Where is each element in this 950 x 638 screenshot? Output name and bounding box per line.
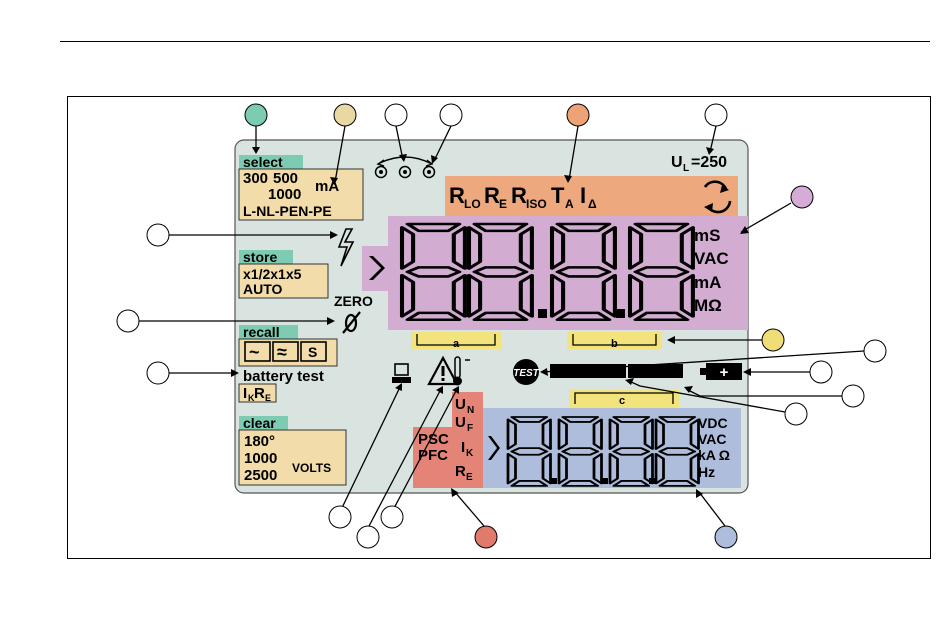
- callout-bargraph-end: [842, 385, 864, 407]
- bracket-b: b: [567, 332, 662, 350]
- unit-ka-ohm: kA Ω: [698, 447, 730, 463]
- callout-primary-units: [791, 186, 813, 208]
- range-500: 500: [273, 170, 298, 187]
- func-ta-main: T: [551, 183, 565, 208]
- unit-ms: mS: [694, 226, 720, 245]
- zero-label: ZERO: [334, 293, 373, 309]
- callout-secondary-units: [715, 526, 737, 548]
- recall-sine-icon: ~: [249, 342, 260, 362]
- secondary-decimal-3: [649, 478, 655, 484]
- wiring-modes: L-NL-PEN-PE: [243, 203, 332, 219]
- primary-decimal-2: [616, 309, 625, 318]
- bracket-c: c: [569, 390, 679, 408]
- secondary-decimal-1: [551, 478, 557, 484]
- callout-zero: [117, 310, 139, 332]
- range-1000: 1000: [268, 186, 301, 203]
- callout-select: [245, 104, 267, 126]
- unit-vac-secondary: VAC: [698, 431, 727, 447]
- store-auto: AUTO: [243, 281, 283, 297]
- func-idelta-sub: Δ: [588, 197, 597, 211]
- func-riso-sub: ISO: [526, 197, 547, 211]
- func-re-sub: E: [499, 197, 507, 211]
- battery-plus: +: [720, 364, 729, 381]
- test-badge-label: TEST: [513, 368, 539, 379]
- battery-icon: +: [700, 363, 742, 381]
- ul-prefix: U: [671, 154, 683, 171]
- label-ik-sub: K: [466, 448, 474, 459]
- callout-functions: [567, 104, 589, 126]
- select-tag: select: [243, 154, 283, 170]
- battery-test-label: battery test: [243, 368, 324, 385]
- ikre-group: I K R E: [239, 384, 276, 403]
- recall-wave-icon: ≈: [277, 342, 287, 362]
- clear-tag: clear: [243, 415, 276, 431]
- callout-dots-left: [385, 104, 407, 126]
- label-ik-main: I: [461, 439, 465, 456]
- callout-ul: [705, 104, 727, 126]
- clear-volts: VOLTS: [292, 461, 331, 475]
- callout-test: [864, 340, 886, 362]
- callout-battery-test: [147, 362, 169, 384]
- func-riso-main: R: [511, 183, 527, 208]
- store-tag: store: [243, 249, 277, 265]
- func-rlo-main: R: [449, 183, 465, 208]
- func-rlo-sub: LO: [464, 197, 481, 211]
- bracket-a: a: [411, 332, 501, 350]
- ul-sub: L: [683, 163, 689, 174]
- clear-180: 180°: [244, 433, 275, 450]
- callout-loop-labels: [475, 526, 497, 548]
- ikre-i: I: [243, 385, 247, 402]
- bargraph: [550, 364, 683, 378]
- ikre-r: R: [254, 385, 265, 402]
- label-re-main: R: [455, 463, 466, 480]
- unit-ma: mA: [694, 273, 721, 292]
- callout-range: [334, 104, 356, 126]
- recall-s-icon: S: [308, 344, 317, 360]
- bracket-a-label: a: [453, 338, 460, 350]
- unit-vdc: VDC: [698, 415, 728, 431]
- label-un-main: U: [455, 396, 466, 413]
- label-re-sub: E: [466, 472, 473, 483]
- callout-brackets: [762, 329, 784, 351]
- callout-high-voltage: [147, 224, 169, 246]
- ul-value: =250: [691, 154, 727, 171]
- label-un-sub: N: [467, 405, 474, 416]
- unit-hz: Hz: [698, 464, 715, 480]
- unit-vac: VAC: [694, 249, 729, 268]
- bracket-b-label: b: [611, 338, 618, 350]
- label-uf-main: U: [455, 414, 466, 431]
- callout-dots-right: [440, 104, 462, 126]
- ikre-e: E: [265, 393, 271, 403]
- label-uf-sub: F: [467, 423, 473, 434]
- callout-warning: [357, 526, 379, 548]
- callout-temperature: [381, 506, 403, 528]
- callout-bargraph: [785, 403, 807, 425]
- secondary-decimal-2: [602, 478, 608, 484]
- bracket-c-label: c: [619, 395, 625, 407]
- func-ta-sub: A: [565, 197, 574, 211]
- primary-decimal-1: [538, 309, 547, 318]
- func-re-main: R: [484, 183, 500, 208]
- clear-2500: 2500: [244, 467, 277, 484]
- unit-mohm: MΩ: [694, 296, 722, 315]
- func-idelta-main: I: [580, 183, 586, 208]
- callout-pc-link: [329, 506, 351, 528]
- clear-1000: 1000: [244, 450, 277, 467]
- range-300: 300: [243, 170, 268, 187]
- callout-battery: [810, 361, 832, 383]
- recall-tag: recall: [243, 324, 280, 340]
- store-multipliers: x1/2x1x5: [243, 266, 302, 282]
